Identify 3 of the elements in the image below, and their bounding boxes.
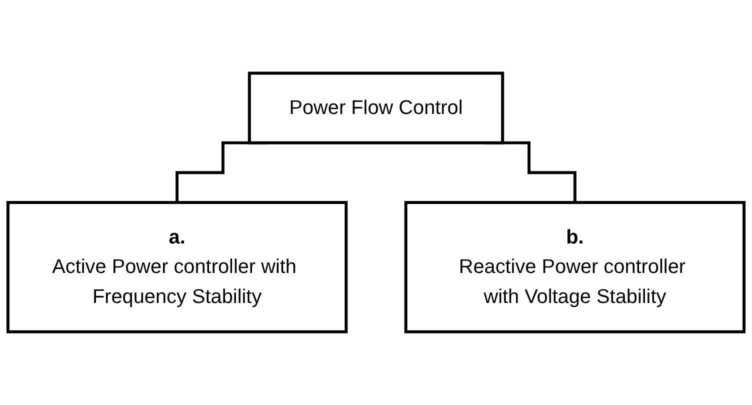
node-box: Power Flow Control <box>248 72 504 144</box>
node-box: b. Reactive Power controller with Voltage Stability <box>404 201 746 334</box>
node-box: a. Active Power controller with Frequency Stability <box>6 201 348 334</box>
